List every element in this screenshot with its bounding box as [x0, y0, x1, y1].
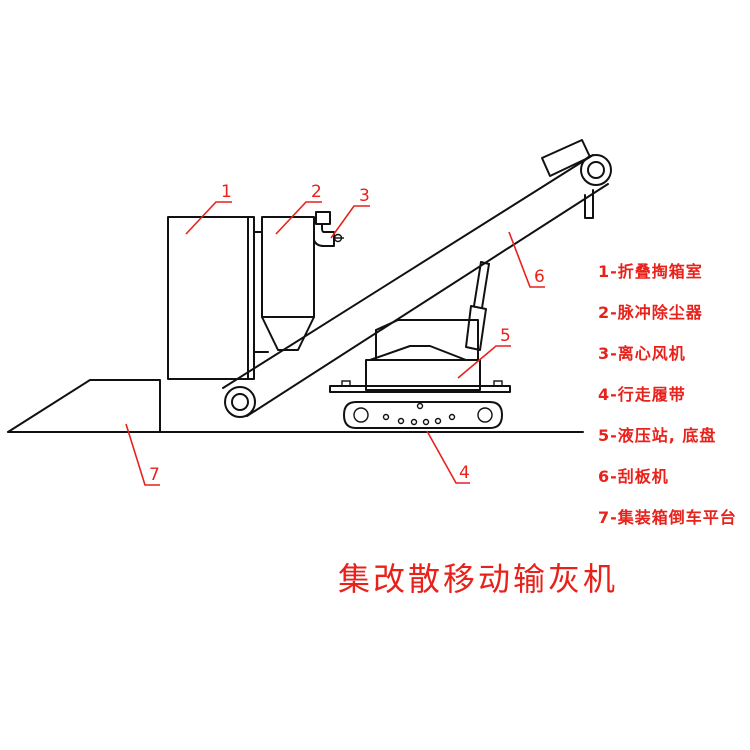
hydraulic-cylinder: [465, 261, 490, 351]
callout-3: 3: [359, 186, 370, 206]
callout-5: 5: [500, 326, 511, 346]
unloading-chamber: [167, 216, 255, 380]
callout-1: 1: [221, 182, 232, 202]
reversing-platform: [7, 379, 161, 433]
crawler-track: [343, 401, 503, 429]
legend-item-3: 3-离心风机: [598, 344, 686, 363]
legend: 1-折叠掏箱室 2-脉冲除尘器 3-离心风机 4-行走履带 5-液压站, 底盘 …: [598, 262, 737, 527]
callout-7: 7: [149, 465, 160, 485]
leader-lines: [125, 201, 545, 486]
scraper-conveyor: [222, 139, 612, 418]
legend-item-6: 6-刮板机: [598, 467, 669, 486]
callout-4: 4: [459, 463, 470, 483]
legend-item-5: 5-液压站, 底盘: [598, 426, 716, 445]
legend-item-2: 2-脉冲除尘器: [598, 303, 703, 322]
legend-item-4: 4-行走履带: [598, 385, 686, 404]
diagram-title: 集改散移动输灰机: [338, 560, 618, 598]
callout-2: 2: [311, 182, 322, 202]
hydraulic-station-chassis: [329, 319, 511, 393]
legend-item-1: 1-折叠掏箱室: [598, 262, 703, 281]
callout-6: 6: [534, 267, 545, 287]
centrifugal-fan: [313, 211, 344, 247]
dust-collector: [253, 216, 315, 353]
legend-item-7: 7-集装箱倒车平台: [598, 508, 737, 527]
